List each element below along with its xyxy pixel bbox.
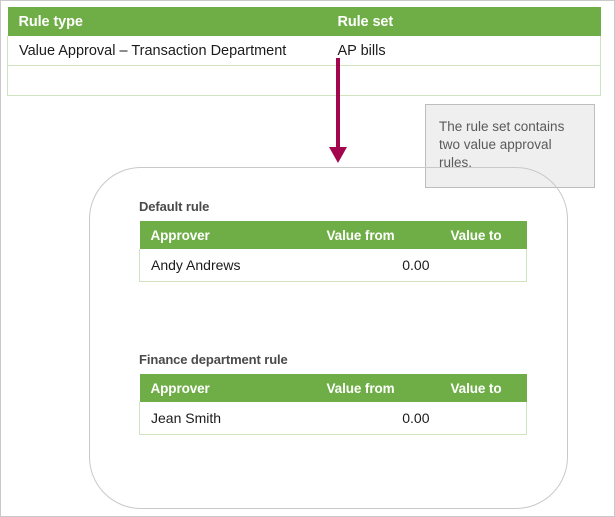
down-arrow-icon <box>329 58 347 163</box>
approver-table: Approver Value from Value to Jean Smith … <box>139 374 527 435</box>
cell-value-to <box>444 249 527 282</box>
rule-summary-table-head: Rule type Rule set <box>7 7 601 36</box>
cell-value-from: 0.00 <box>320 402 445 435</box>
cell-rule-set: AP bills <box>330 36 601 66</box>
column-header-value-from: Value from <box>320 221 445 249</box>
column-header-approver: Approver <box>139 374 321 402</box>
table-row[interactable]: Jean Smith 0.00 <box>139 402 527 435</box>
rule-set-container <box>89 167 568 509</box>
table-row[interactable]: Andy Andrews 0.00 <box>139 249 527 282</box>
callout-text: The rule set contains two value approval… <box>439 119 565 170</box>
column-header-rule-set: Rule set <box>330 7 601 36</box>
column-header-approver: Approver <box>139 221 321 249</box>
rule-group-default: Default rule Approver Value from Value t… <box>139 199 527 282</box>
column-header-value-from: Value from <box>320 374 445 402</box>
column-header-value-to: Value to <box>444 221 527 249</box>
approver-table-head: Approver Value from Value to <box>139 221 527 249</box>
rule-group-label: Default rule <box>139 199 210 214</box>
cell-value-to <box>444 402 527 435</box>
rule-summary-table-body: Value Approval – Transaction Department … <box>7 36 601 96</box>
approver-table-body: Jean Smith 0.00 <box>139 402 527 435</box>
approver-table: Approver Value from Value to Andy Andrew… <box>139 221 527 282</box>
rule-summary-table: Rule type Rule set Value Approval – Tran… <box>7 7 601 96</box>
cell-rule-type <box>7 65 331 96</box>
cell-approver: Andy Andrews <box>139 249 321 282</box>
cell-rule-set <box>330 65 601 96</box>
rule-group-finance-department: Finance department rule Approver Value f… <box>139 352 527 435</box>
rule-group-label: Finance department rule <box>139 352 288 367</box>
table-header-row: Approver Value from Value to <box>139 374 527 402</box>
approver-table-head: Approver Value from Value to <box>139 374 527 402</box>
cell-approver: Jean Smith <box>139 402 321 435</box>
connector-arrow <box>327 58 349 166</box>
cell-rule-type: Value Approval – Transaction Department <box>7 36 331 66</box>
cell-value-from: 0.00 <box>320 249 445 282</box>
callout-box: The rule set contains two value approval… <box>425 104 595 188</box>
table-header-row: Approver Value from Value to <box>139 221 527 249</box>
column-header-value-to: Value to <box>444 374 527 402</box>
column-header-rule-type: Rule type <box>7 7 331 36</box>
table-header-row: Rule type Rule set <box>7 7 601 36</box>
table-row[interactable]: Value Approval – Transaction Department … <box>7 36 601 66</box>
table-row[interactable] <box>7 65 601 96</box>
approver-table-body: Andy Andrews 0.00 <box>139 249 527 282</box>
